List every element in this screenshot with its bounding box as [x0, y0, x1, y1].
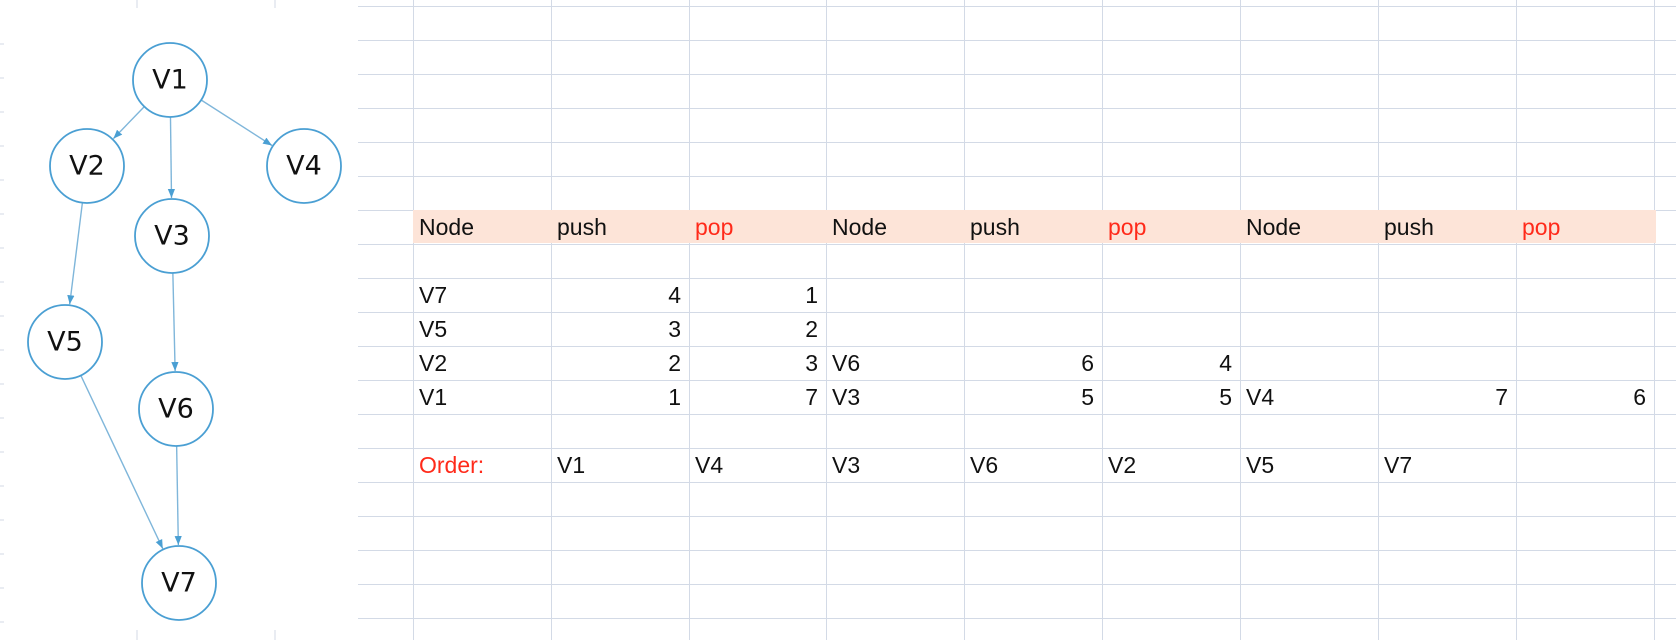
count-cell[interactable]: 4 [668, 282, 681, 308]
count-cell[interactable]: 1 [805, 282, 818, 308]
node-v5: V5 [27, 304, 103, 380]
header-cell[interactable]: push [970, 214, 1020, 240]
node-v3: V3 [134, 198, 210, 274]
node-v1: V1 [132, 42, 208, 118]
edge-v3-v6 [171, 272, 179, 372]
header-cell[interactable]: push [1384, 214, 1434, 240]
header-cell[interactable]: push [557, 214, 607, 240]
header-cell[interactable]: Node [1246, 214, 1301, 240]
count-cell[interactable]: 3 [668, 316, 681, 342]
node-circle [141, 545, 217, 621]
count-cell[interactable]: 6 [1081, 350, 1094, 376]
count-cell[interactable]: 5 [1081, 384, 1094, 410]
header-cell[interactable]: pop [695, 214, 734, 240]
edge-v6-v7 [174, 445, 182, 546]
count-cell[interactable]: 1 [668, 384, 681, 410]
count-cell[interactable]: 3 [805, 350, 818, 376]
node-cell[interactable]: V6 [832, 350, 861, 376]
order-cell[interactable]: V3 [832, 452, 861, 478]
node-label: V6 [158, 394, 194, 425]
order-cell[interactable]: V2 [1108, 452, 1137, 478]
header-cell[interactable]: pop [1108, 214, 1147, 240]
node-cell[interactable]: V5 [419, 316, 448, 342]
node-circle [27, 304, 103, 380]
order-cell[interactable]: V7 [1384, 452, 1413, 478]
node-v2: V2 [49, 128, 125, 204]
order-label[interactable]: Order: [419, 452, 485, 478]
count-cell[interactable]: 5 [1219, 384, 1232, 410]
order-cell[interactable]: V5 [1246, 452, 1275, 478]
node-circle [266, 128, 342, 204]
count-cell[interactable]: 7 [805, 384, 818, 410]
node-label: V5 [47, 327, 83, 358]
node-v6: V6 [138, 371, 214, 447]
count-cell[interactable]: 2 [668, 350, 681, 376]
edge-v1-v4 [200, 99, 273, 147]
sheet-grid [358, 0, 1676, 640]
node-circle [138, 371, 214, 447]
node-label: V7 [161, 568, 197, 599]
node-v4: V4 [266, 128, 342, 204]
node-label: V4 [286, 151, 322, 182]
count-cell[interactable]: 4 [1219, 350, 1232, 376]
node-cell[interactable]: V7 [419, 282, 448, 308]
edge-v1-v2 [112, 106, 145, 140]
order-cell[interactable]: V6 [970, 452, 999, 478]
node-circle [132, 42, 208, 118]
node-v7: V7 [141, 545, 217, 621]
edge-v1-v3 [167, 116, 175, 199]
node-cell[interactable]: V4 [1246, 384, 1275, 410]
edge-v5-v7 [80, 375, 164, 549]
node-cell[interactable]: V3 [832, 384, 861, 410]
node-label: V1 [152, 65, 188, 96]
order-cell[interactable]: V1 [557, 452, 586, 478]
node-cell[interactable]: V2 [419, 350, 448, 376]
node-cell[interactable]: V1 [419, 384, 448, 410]
count-cell[interactable]: 7 [1495, 384, 1508, 410]
edge-v2-v5 [67, 202, 84, 305]
node-label: V2 [69, 151, 105, 182]
count-cell[interactable]: 6 [1633, 384, 1646, 410]
node-circle [49, 128, 125, 204]
header-cell[interactable]: pop [1522, 214, 1561, 240]
node-label: V3 [154, 221, 190, 252]
node-circle [134, 198, 210, 274]
header-cell[interactable]: Node [832, 214, 887, 240]
count-cell[interactable]: 2 [805, 316, 818, 342]
header-band [413, 210, 1656, 243]
header-cell[interactable]: Node [419, 214, 474, 240]
order-cell[interactable]: V4 [695, 452, 724, 478]
